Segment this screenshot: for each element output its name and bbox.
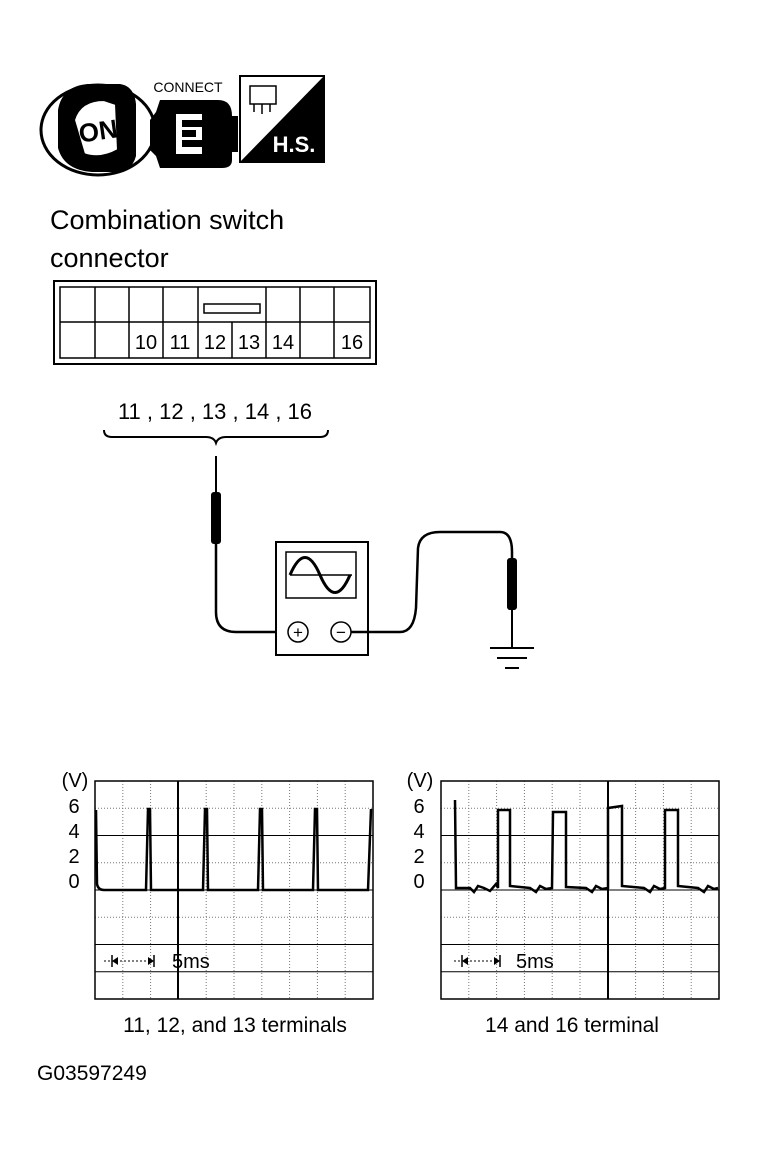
- scope-right-tick-0: 0: [413, 871, 424, 893]
- terminal-14: 14: [272, 332, 294, 354]
- ignition-label: ON: [77, 113, 120, 148]
- scope-left-timebase-marker: [104, 955, 155, 967]
- oscilloscope-icon: + −: [275, 541, 369, 656]
- negative-probe: [351, 530, 517, 648]
- positive-terminal: [287, 621, 309, 643]
- terminal-13: 13: [238, 332, 260, 354]
- terminal-16: 16: [341, 332, 363, 354]
- scope-right-waveform: [453, 799, 719, 894]
- connector-title-line2: connector: [50, 243, 169, 273]
- scope-right-unit: (V): [407, 770, 434, 792]
- harness-side-icon: H.S.: [239, 75, 325, 163]
- scope-right-timebase: 5ms: [516, 951, 554, 973]
- scope-left-tick-0: 0: [68, 871, 79, 893]
- terminal-brace: [103, 429, 329, 447]
- probe-terminal-list: 11 , 12 , 13 , 14 , 16: [118, 399, 312, 424]
- scope-left-tick-6: 6: [68, 796, 79, 818]
- scope-left-tick-2: 2: [68, 846, 79, 868]
- scope-left-tick-4: 4: [68, 821, 79, 843]
- connector-plug-icon: CONNECT: [150, 79, 238, 168]
- svg-text:−: −: [336, 623, 346, 642]
- scope-right-timebase-marker: [454, 955, 501, 967]
- scope-left-unit: (V): [62, 770, 89, 792]
- connector-title-line1: Combination switch: [50, 205, 284, 235]
- scope-right-tick-2: 2: [413, 846, 424, 868]
- scope-right-tick-6: 6: [413, 796, 424, 818]
- svg-text:+: +: [293, 623, 303, 642]
- ground-icon: [490, 647, 534, 669]
- scope-right: (V) 6 4 2 0 5ms 14 and 16 terminal: [407, 770, 720, 1037]
- scope-left: (V) 6 4 2 0 5ms 11, 12, and 13 terminals: [62, 770, 374, 1037]
- terminal-10: 10: [135, 332, 157, 354]
- scope-left-grid-frame: [94, 780, 374, 1000]
- ignition-key-on-icon: ON: [39, 83, 157, 177]
- positive-probe: [211, 456, 283, 634]
- scope-left-timebase: 5ms: [172, 951, 210, 973]
- scope-left-caption: 11, 12, and 13 terminals: [123, 1014, 347, 1037]
- scope-left-waveform: [94, 807, 373, 892]
- scope-right-caption: 14 and 16 terminal: [485, 1014, 659, 1037]
- terminal-12: 12: [204, 332, 226, 354]
- scope-right-grid-frame: [440, 780, 720, 1000]
- figure-id: G03597249: [37, 1062, 147, 1085]
- scope-right-tick-4: 4: [413, 821, 424, 843]
- hs-label: H.S.: [273, 132, 316, 157]
- terminal-11: 11: [170, 332, 191, 354]
- connector-face: 10 11 12 13 14 16: [53, 280, 377, 365]
- connect-label: CONNECT: [153, 79, 223, 95]
